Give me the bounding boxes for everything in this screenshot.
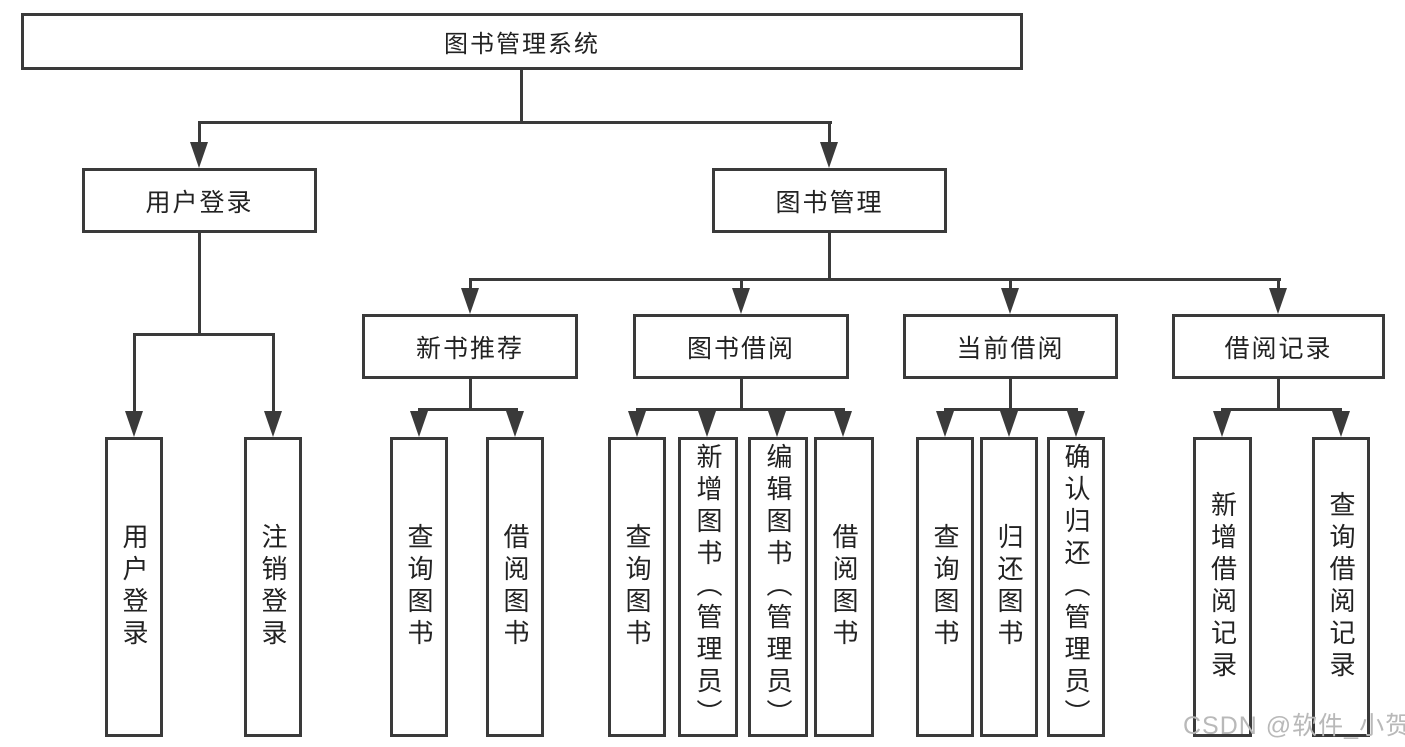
arrow-down-icon bbox=[1332, 411, 1350, 437]
leaf-logout: 注销登录 bbox=[244, 437, 302, 737]
connector-level2-rail bbox=[198, 121, 832, 124]
node-library-management-system: 图书管理系统 bbox=[21, 13, 1023, 70]
arrow-down-icon bbox=[698, 411, 716, 437]
node-user-login: 用户登录 bbox=[82, 168, 317, 233]
leaf-label: 借阅图书 bbox=[500, 523, 530, 651]
connector-leaf-stem bbox=[740, 281, 743, 291]
connector-borrow-rail bbox=[636, 408, 845, 411]
connector-root-stem bbox=[520, 69, 523, 123]
connector-user-login-stem bbox=[198, 123, 201, 145]
node-label: 图书管理 bbox=[775, 188, 884, 217]
leaf-query-books-current: 查询图书 bbox=[916, 437, 974, 737]
arrow-down-icon bbox=[506, 411, 524, 437]
connector-leaf-stem bbox=[1277, 281, 1280, 291]
leaf-user-login: 用户登录 bbox=[105, 437, 163, 737]
connector-recommend-rail bbox=[418, 408, 518, 411]
connector-leaf-stem bbox=[272, 336, 275, 414]
leaf-edit-books-admin: 编辑图书（管理员） bbox=[748, 437, 808, 737]
connector-current-down bbox=[1009, 379, 1012, 411]
leaf-label: 用户登录 bbox=[119, 523, 149, 651]
connector-borrow-down bbox=[740, 379, 743, 411]
leaf-label: 查询借阅记录 bbox=[1326, 491, 1356, 683]
arrow-down-icon bbox=[1001, 288, 1019, 314]
node-new-book-recommendation: 新书推荐 bbox=[362, 314, 578, 379]
arrow-down-icon bbox=[1067, 411, 1085, 437]
node-book-borrowing: 图书借阅 bbox=[633, 314, 849, 379]
arrow-down-icon bbox=[834, 411, 852, 437]
leaf-label: 归还图书 bbox=[994, 523, 1024, 651]
csdn-watermark: CSDN @软件_小贺同学 bbox=[1183, 712, 1405, 740]
connector-book-management-stem bbox=[828, 123, 831, 145]
leaf-label: 查询图书 bbox=[622, 523, 652, 651]
leaf-borrow-books-recommend: 借阅图书 bbox=[486, 437, 544, 737]
arrow-down-icon bbox=[1213, 411, 1231, 437]
leaf-label: 注销登录 bbox=[258, 523, 288, 651]
node-label: 当前借阅 bbox=[956, 334, 1065, 363]
leaf-add-borrow-record: 新增借阅记录 bbox=[1193, 437, 1252, 737]
connector-leaf-stem bbox=[133, 336, 136, 414]
connector-leaf-stem bbox=[1009, 281, 1012, 291]
leaf-label: 借阅图书 bbox=[829, 523, 859, 651]
arrow-down-icon bbox=[190, 142, 208, 168]
arrow-down-icon bbox=[461, 288, 479, 314]
node-current-borrowing: 当前借阅 bbox=[903, 314, 1118, 379]
leaf-label: 查询图书 bbox=[930, 523, 960, 651]
leaf-label: 新增借阅记录 bbox=[1207, 491, 1238, 683]
leaf-label: 新增图书（管理员） bbox=[693, 443, 723, 731]
leaf-query-borrow-record: 查询借阅记录 bbox=[1312, 437, 1370, 737]
connector-recommend-down bbox=[469, 379, 472, 411]
connector-leaf-stem bbox=[469, 281, 472, 291]
connector-user-leaves-rail bbox=[133, 333, 275, 336]
leaf-confirm-return-admin: 确认归还（管理员） bbox=[1047, 437, 1105, 737]
leaf-label: 确认归还（管理员） bbox=[1061, 443, 1091, 731]
arrow-down-icon bbox=[410, 411, 428, 437]
leaf-query-books-recommend: 查询图书 bbox=[390, 437, 448, 737]
connector-level3-rail bbox=[469, 278, 1281, 281]
leaf-label: 查询图书 bbox=[404, 523, 434, 651]
arrow-down-icon bbox=[125, 411, 143, 437]
node-label: 用户登录 bbox=[145, 188, 254, 217]
node-label: 图书借阅 bbox=[686, 334, 795, 363]
arrow-down-icon bbox=[768, 411, 786, 437]
connector-current-rail bbox=[944, 408, 1078, 411]
arrow-down-icon bbox=[936, 411, 954, 437]
arrow-down-icon bbox=[732, 288, 750, 314]
connector-book-management-down bbox=[828, 233, 831, 281]
node-label: 借阅记录 bbox=[1224, 334, 1333, 363]
leaf-return-books: 归还图书 bbox=[980, 437, 1038, 737]
arrow-down-icon bbox=[820, 142, 838, 168]
node-label: 新书推荐 bbox=[415, 334, 524, 363]
leaf-borrow-books: 借阅图书 bbox=[814, 437, 874, 737]
arrow-down-icon bbox=[1269, 288, 1287, 314]
node-book-management: 图书管理 bbox=[712, 168, 947, 233]
leaf-label: 编辑图书（管理员） bbox=[763, 443, 793, 731]
connector-user-login-down bbox=[198, 233, 201, 336]
arrow-down-icon bbox=[1000, 411, 1018, 437]
node-borrowing-records: 借阅记录 bbox=[1172, 314, 1385, 379]
node-label: 图书管理系统 bbox=[444, 31, 600, 58]
connector-records-down bbox=[1277, 379, 1280, 411]
arrow-down-icon bbox=[628, 411, 646, 437]
leaf-add-books-admin: 新增图书（管理员） bbox=[678, 437, 738, 737]
connector-records-rail bbox=[1221, 408, 1342, 411]
leaf-query-books-borrow: 查询图书 bbox=[608, 437, 666, 737]
arrow-down-icon bbox=[264, 411, 282, 437]
